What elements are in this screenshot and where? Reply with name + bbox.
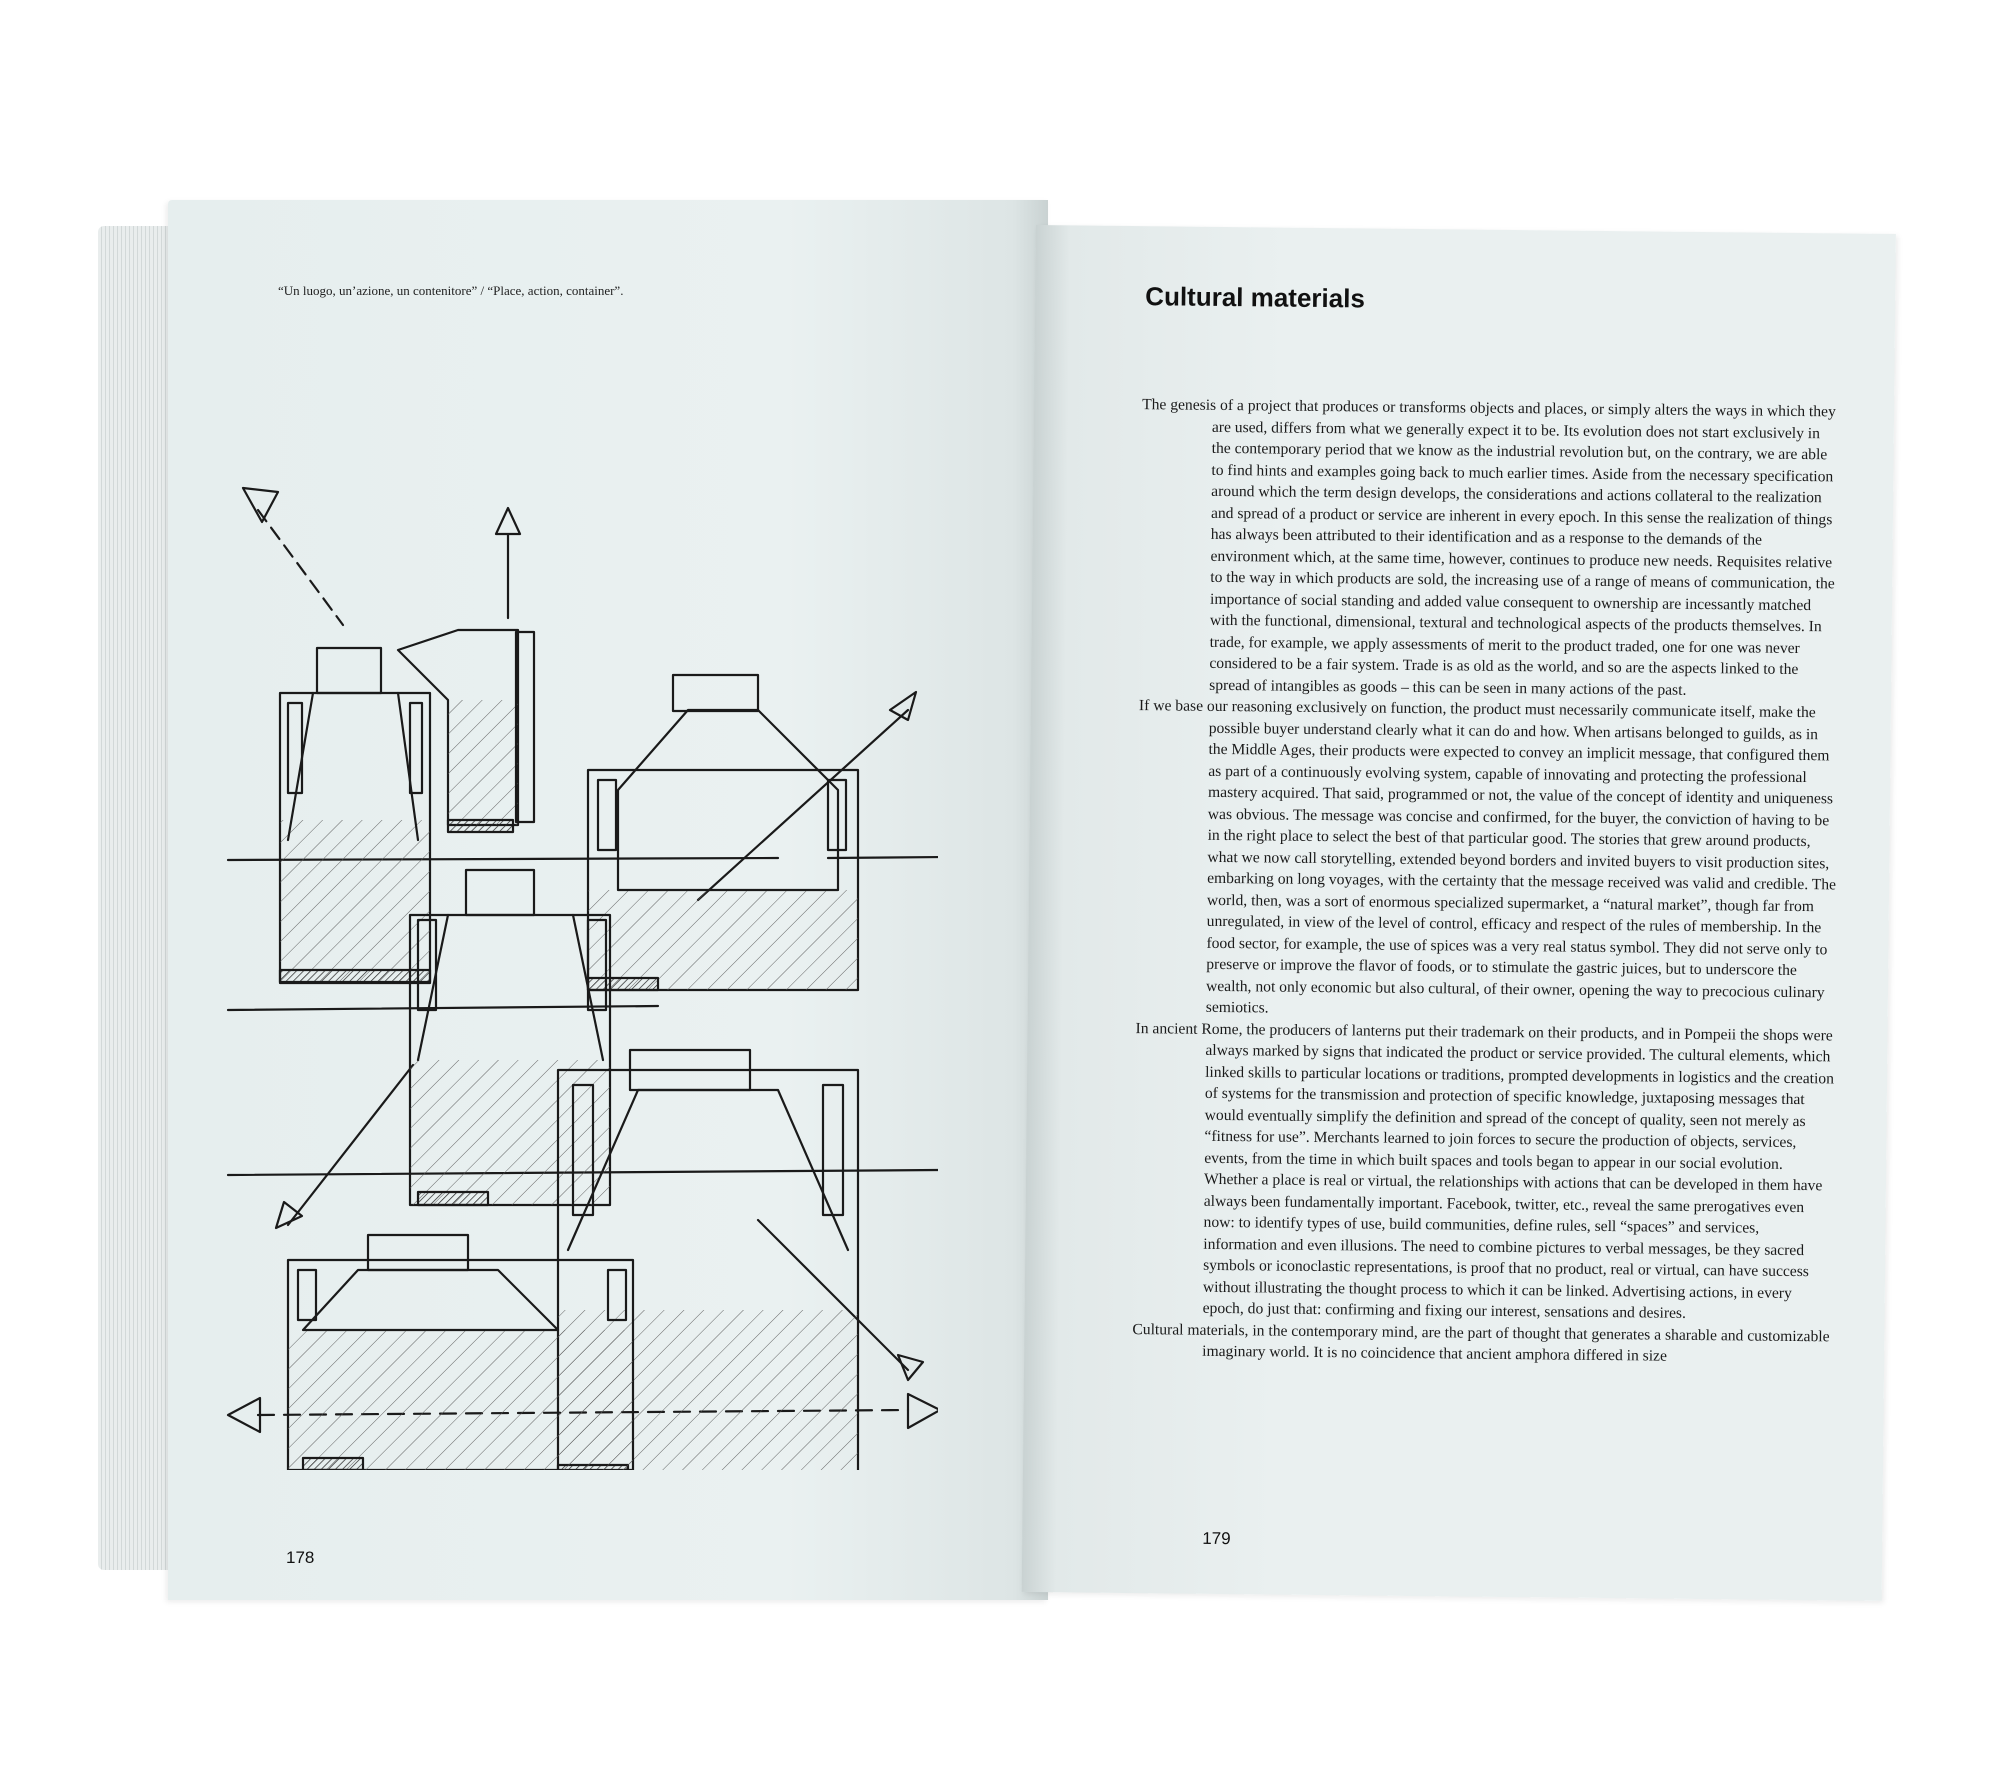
arrow-head — [494, 506, 522, 536]
building-sketch — [286, 1233, 635, 1470]
paragraph: Cultural materials, in the contemporary … — [1132, 1320, 1830, 1365]
arrow-line — [756, 1218, 910, 1372]
paragraph: The genesis of a project that produces o… — [1142, 396, 1836, 699]
page-number: 178 — [286, 1548, 315, 1567]
arrow-head — [226, 1396, 262, 1434]
paragraph: In ancient Rome, the producers of lanter… — [1135, 1019, 1835, 1322]
left-page: “Un luogo, un’azione, un contenitore” / … — [168, 200, 1048, 1600]
arrow-line — [696, 708, 910, 902]
building-sketch — [396, 628, 536, 834]
building-sketch — [586, 673, 860, 992]
page-edges — [98, 226, 178, 1570]
body-text: The genesis of a project that produces o… — [1132, 394, 1842, 1369]
ground-line — [226, 1004, 660, 1012]
ground-line — [826, 855, 938, 860]
arrow-head — [274, 1200, 304, 1230]
arrow-line — [256, 508, 345, 627]
section-title: Cultural materials — [1145, 281, 1366, 314]
page-number: 179 — [1202, 1528, 1231, 1549]
running-head: “Un luogo, un’azione, un contenitore” / … — [278, 283, 624, 298]
right-page: Cultural materials The genesis of a proj… — [1021, 225, 1896, 1601]
arrow-head — [241, 486, 280, 524]
building-sketch — [408, 868, 612, 1207]
architectural-sketch — [226, 486, 938, 1470]
arrow-line — [286, 1063, 415, 1227]
building-sketch — [278, 646, 432, 985]
arrow-head — [896, 1353, 925, 1382]
arrow-head — [888, 690, 918, 722]
paragraph: If we base our reasoning exclusively on … — [1138, 697, 1837, 1017]
arrow-head — [906, 1392, 938, 1430]
